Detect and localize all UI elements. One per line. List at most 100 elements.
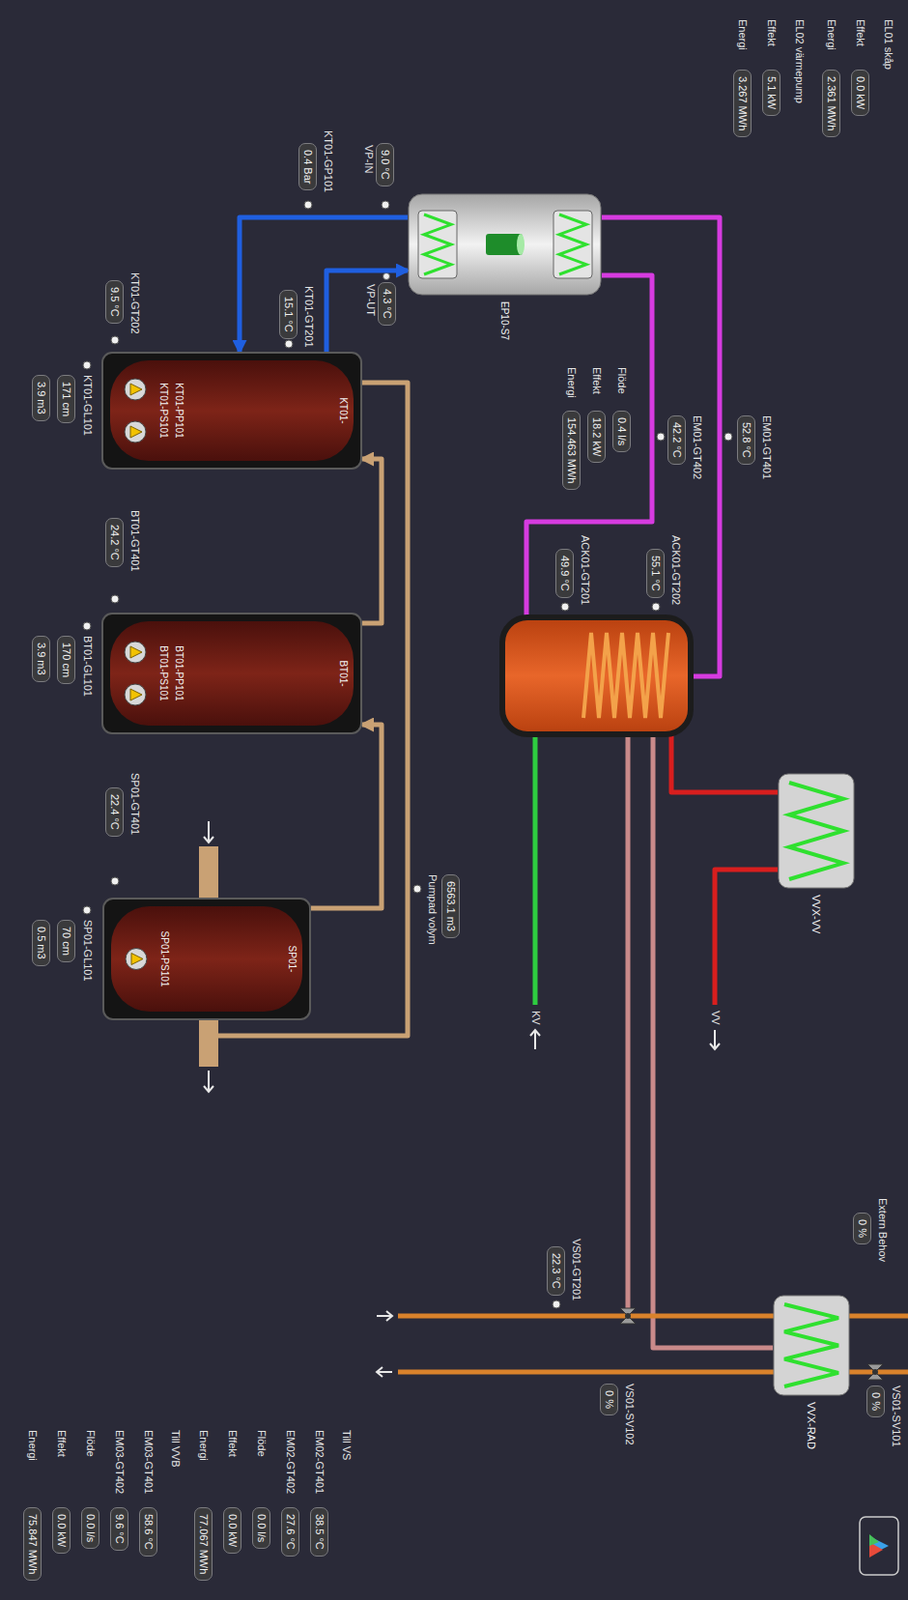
tag-label: SP01-GT401 <box>128 772 142 835</box>
value-text: 154.463 MWh <box>566 417 578 483</box>
node-label: BT01-PS101 <box>157 612 170 735</box>
flow-arrow <box>203 821 214 843</box>
heating-pipe <box>652 734 773 1348</box>
tag-label: VS01-SV102 <box>623 1383 636 1446</box>
tag-label: EM02-GT402 <box>283 1429 297 1494</box>
logo-icon <box>859 1516 899 1575</box>
value-text: 0 % <box>856 1219 869 1238</box>
value-box: 154.463 MWh <box>562 410 581 490</box>
tag-label: BT01-GL101 <box>81 635 94 697</box>
value-box: 171 cm <box>56 374 76 424</box>
tag-label: VP-UT <box>364 283 377 316</box>
node-label: KT01-PP101 <box>172 351 185 470</box>
flow-arrow <box>709 1029 720 1050</box>
three-way-valve <box>620 1307 636 1324</box>
tank-coil <box>583 632 669 718</box>
pump-symbol <box>124 641 146 663</box>
tag-label: VP-IN <box>362 144 375 173</box>
value-text: 49.9 °C <box>559 555 571 592</box>
node-label: EP10-S7 <box>499 301 511 341</box>
tag-label: Flöde <box>615 367 628 395</box>
sensor-marker <box>111 336 119 344</box>
sensor-marker <box>304 200 313 209</box>
sensor-marker <box>724 432 733 441</box>
tag-label: VS01-GT201 <box>569 1238 583 1301</box>
value-box: 6563.1 m3 <box>441 874 460 938</box>
hot-water-tank <box>502 617 691 735</box>
value-text: 42.2 °C <box>671 422 683 458</box>
tag-label: Energi <box>736 19 749 51</box>
value-box: 0 % <box>866 1385 885 1418</box>
value-text: 0.0 kW <box>56 1513 68 1547</box>
storage-tank: BT01-BT01-PP101BT01-PS101 <box>101 612 363 735</box>
sensor-marker <box>111 595 119 603</box>
node-label: SP01- <box>285 897 298 1021</box>
value-text: 22.3 °C <box>550 1252 563 1289</box>
value-box: 0.0 kW <box>223 1506 242 1554</box>
two-way-valve <box>867 1363 883 1380</box>
value-box: 2.361 MWh <box>822 69 841 138</box>
hot-water-pipe <box>714 869 778 1005</box>
tag-label: Till VS <box>340 1429 353 1460</box>
value-box: 58.6 °C <box>139 1506 158 1557</box>
value-text: 6563.1 m3 <box>445 880 457 932</box>
value-box: 38.5 °C <box>310 1506 329 1557</box>
tag-label: Effekt <box>55 1429 68 1457</box>
tag-label: ACK01-GT202 <box>669 535 682 605</box>
value-box: 0.0 kW <box>52 1506 71 1554</box>
value-text: 38.5 °C <box>313 1513 326 1550</box>
value-text: 0.5 m3 <box>35 926 48 960</box>
value-text: 9.5 °C <box>109 286 121 317</box>
value-text: 2.361 MWh <box>825 76 838 131</box>
tag-label: Effekt <box>765 19 778 47</box>
sensor-marker <box>83 361 91 369</box>
sensor-marker <box>413 884 422 893</box>
value-box: 0.4 Bar <box>298 142 317 191</box>
value-text: 55.1 °C <box>650 555 662 592</box>
value-box: 18.2 kW <box>587 410 606 463</box>
tank-body <box>102 897 312 1021</box>
tag-label: Effekt <box>226 1429 239 1457</box>
tank-body <box>101 612 363 735</box>
value-text: 170 cm <box>60 642 73 678</box>
value-box: 3.267 MWh <box>733 69 752 138</box>
pipe-connector <box>239 217 408 352</box>
tag-label: VS01-SV101 <box>889 1385 903 1448</box>
heat-pump: EP10-S7 <box>407 193 602 296</box>
value-box: 9.5 °C <box>105 280 124 324</box>
value-box: 70 cm <box>56 919 76 963</box>
value-box: 22.4 °C <box>105 787 124 837</box>
pump-symbol <box>124 378 146 400</box>
tag-label: KT01-GP101 <box>321 130 335 193</box>
tag-label: Flöde <box>255 1429 268 1457</box>
tag-label: Energi <box>197 1429 210 1461</box>
value-text: 0.0 l/s <box>255 1513 268 1542</box>
pipe-connector <box>311 724 382 908</box>
value-text: 0.4 l/s <box>616 417 628 446</box>
tag-label: KT01-GT201 <box>302 285 315 348</box>
tag-label: VV <box>709 1010 722 1025</box>
value-text: 52.8 °C <box>740 422 753 458</box>
tag-label: Energi <box>26 1429 39 1461</box>
value-text: 0 % <box>870 1391 882 1411</box>
node-label: SP01-PS101 <box>158 897 171 1021</box>
tag-label: EM01-GT401 <box>760 415 773 480</box>
value-box: 3.9 m3 <box>31 635 51 682</box>
value-box: 52.8 °C <box>737 415 756 465</box>
sensor-marker <box>83 622 91 630</box>
value-text: 18.2 kW <box>591 417 603 456</box>
pipe-connector <box>362 458 382 624</box>
value-box: 27.6 °C <box>281 1506 300 1557</box>
node-label: VVX-VV <box>810 894 823 934</box>
node-label: VVX-RAD <box>805 1401 818 1449</box>
value-box: 0.4 l/s <box>612 410 631 453</box>
tag-label: EM03-GT401 <box>141 1429 155 1494</box>
tag-label: Flöde <box>84 1429 97 1457</box>
value-box: 0.5 m3 <box>31 919 51 966</box>
value-box: 9.0 °C <box>375 142 395 187</box>
value-text: 3.267 MWh <box>737 76 749 131</box>
value-text: 15.1 °C <box>283 296 295 333</box>
heat-exchanger: VVX-VV <box>777 772 855 889</box>
value-text: 3.9 m3 <box>35 642 48 676</box>
tag-label: BT01-GT401 <box>128 510 142 572</box>
